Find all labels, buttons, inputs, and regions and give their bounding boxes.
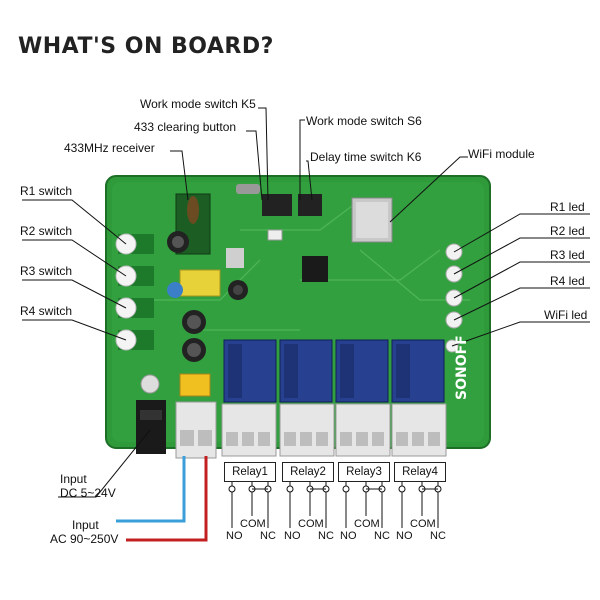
relay2-nc: NC — [318, 530, 334, 542]
relay2-com: COM — [298, 518, 324, 530]
relay1-com: COM — [240, 518, 266, 530]
transformer — [179, 269, 221, 297]
relay2-no: NO — [284, 530, 301, 542]
relay4-no: NO — [396, 530, 413, 542]
label-r4-switch: R4 switch — [20, 304, 73, 318]
label-input-dc-1: Input — [60, 472, 87, 486]
label-r3-led: R3 led — [550, 248, 585, 262]
leader-lines — [22, 107, 590, 498]
label-wifi-module: WiFi module — [468, 147, 535, 161]
label-r3-switch: R3 switch — [20, 264, 73, 278]
brand-logo: SONOFF — [454, 335, 470, 400]
label-r2-switch: R2 switch — [20, 224, 73, 238]
relay3-com: COM — [354, 518, 380, 530]
terminal-blocks — [175, 401, 447, 459]
label-input-ac-1: Input — [72, 518, 99, 532]
dc-wire — [116, 456, 186, 523]
ac-wire — [126, 456, 208, 542]
mcu-chip — [302, 256, 328, 282]
relays — [223, 339, 445, 403]
capacitor — [140, 374, 160, 394]
label-433-receiver: 433MHz receiver — [64, 141, 155, 155]
label-433-clearing: 433 clearing button — [134, 120, 237, 134]
label-r2-led: R2 led — [550, 224, 585, 238]
relay-schematics — [228, 480, 442, 528]
k5-switch-block — [262, 194, 292, 216]
left-switch-buttons — [115, 233, 154, 351]
relay4-label: Relay4 — [394, 462, 446, 482]
label-input-dc-2: DC 5~24V — [60, 486, 116, 500]
label-work-mode-s6: Work mode switch S6 — [306, 114, 422, 128]
relay3-label: Relay3 — [338, 462, 390, 482]
relay1-no: NO — [226, 530, 243, 542]
label-delay-k6: Delay time switch K6 — [310, 150, 422, 164]
label-work-mode-k5: Work mode switch K5 — [140, 97, 256, 111]
label-wifi-led: WiFi led — [544, 308, 588, 322]
relay3-nc: NC — [374, 530, 390, 542]
relay4-nc: NC — [430, 530, 446, 542]
label-r1-led: R1 led — [550, 200, 585, 214]
relay1-label: Relay1 — [224, 462, 276, 482]
page-title: WHAT'S ON BOARD? — [18, 34, 274, 59]
relay3-no: NO — [340, 530, 357, 542]
label-r1-switch: R1 switch — [20, 184, 73, 198]
label-r4-led: R4 led — [550, 274, 585, 288]
label-input-ac-2: AC 90~250V — [50, 532, 119, 546]
dc-jack — [136, 400, 166, 454]
relay4-com: COM — [410, 518, 436, 530]
relay1-nc: NC — [260, 530, 276, 542]
s6-switch-block — [298, 194, 322, 216]
relay2-label: Relay2 — [282, 462, 334, 482]
